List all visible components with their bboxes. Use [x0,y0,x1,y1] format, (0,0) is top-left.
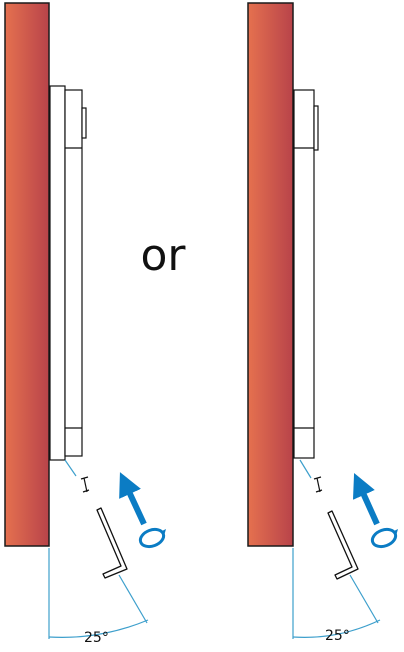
rotate-icon [138,527,166,549]
wall-right [247,2,294,547]
rotate-icon [370,527,398,549]
screw-icon [313,476,323,493]
angle-dimension-right [292,459,381,639]
device-left [49,85,87,461]
screw-icon [80,476,90,493]
device-right [293,89,319,459]
wall-left [4,2,50,547]
hex-key-icon [96,507,128,579]
variant-left: 25° [4,2,166,646]
or-separator: or [140,230,186,281]
variant-right: 25° [247,2,398,644]
angle-dimension-left [48,459,149,639]
arrow-up-right-icon [352,473,380,526]
angle-label-left: 25° [84,630,109,646]
hex-key-icon [327,510,359,580]
arrow-up-right-icon [119,472,147,526]
angle-label-right: 25° [325,628,350,644]
